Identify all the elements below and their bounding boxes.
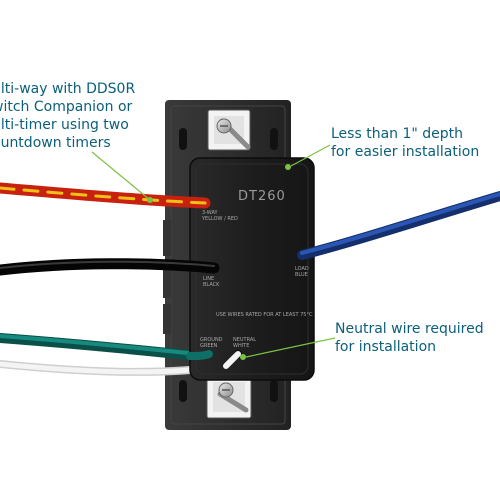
callout-depth: Less than 1" depth for easier installati… xyxy=(331,125,479,161)
terminal-label-neutral-color: WHITE xyxy=(233,343,250,349)
terminal-label-neutral: NEUTRAL WHITE xyxy=(233,337,256,349)
terminal-label-load-name: LOAD xyxy=(295,266,309,272)
terminal-label-three-way-name: 3-WAY xyxy=(202,210,218,216)
callout-neutral-line-1: Neutral wire required xyxy=(335,321,484,337)
terminal-label-line-color: BLACK xyxy=(203,282,220,288)
line-wire xyxy=(0,258,220,276)
callout-depth-line-2: for easier installation xyxy=(331,144,480,160)
device-model-label: DT260 xyxy=(238,189,286,204)
callout-multi-way-line-1: ulti-way with DDS0R xyxy=(0,81,136,97)
callout-multi-way-line-2: witch Companion or xyxy=(0,99,133,115)
top-mounting-screw-icon xyxy=(216,118,251,150)
terminal-label-ground: GROUND GREEN xyxy=(200,337,223,349)
callout-multi-way-line-4: ountdown timers xyxy=(0,135,111,151)
terminal-label-ground-color: GREEN xyxy=(200,343,218,349)
terminal-label-three-way-color: YELLOW / RED xyxy=(202,216,238,222)
terminal-label-load-color: BLUE xyxy=(295,272,308,278)
callout-multi-way: ulti-way with DDS0R witch Companion or u… xyxy=(0,80,152,152)
wires-front xyxy=(186,350,241,369)
load-wire xyxy=(297,191,500,260)
leader-lines xyxy=(91,144,336,360)
bottom-mounting-screw-icon xyxy=(217,382,249,413)
terminal-label-line-name: LINE xyxy=(203,276,215,282)
callout-neutral-line-2: for installation xyxy=(335,339,437,355)
three-way-wire xyxy=(0,182,211,209)
callout-multi-way-line-3: ulti-timer using two xyxy=(0,117,129,133)
callout-neutral: Neutral wire required for installation xyxy=(335,320,484,356)
callout-depth-line-1: Less than 1" depth xyxy=(331,126,464,142)
terminal-label-line: LINE BLACK xyxy=(203,276,219,288)
terminal-label-neutral-name: NEUTRAL xyxy=(233,337,257,343)
wire-rating-label: USE WIRES RATED FOR AT LEAST 75°C xyxy=(216,312,313,318)
terminal-label-load: LOAD BLUE xyxy=(295,266,309,278)
terminal-label-three-way: 3-WAY YELLOW / RED xyxy=(202,210,238,222)
terminal-label-ground-name: GROUND xyxy=(200,337,223,343)
